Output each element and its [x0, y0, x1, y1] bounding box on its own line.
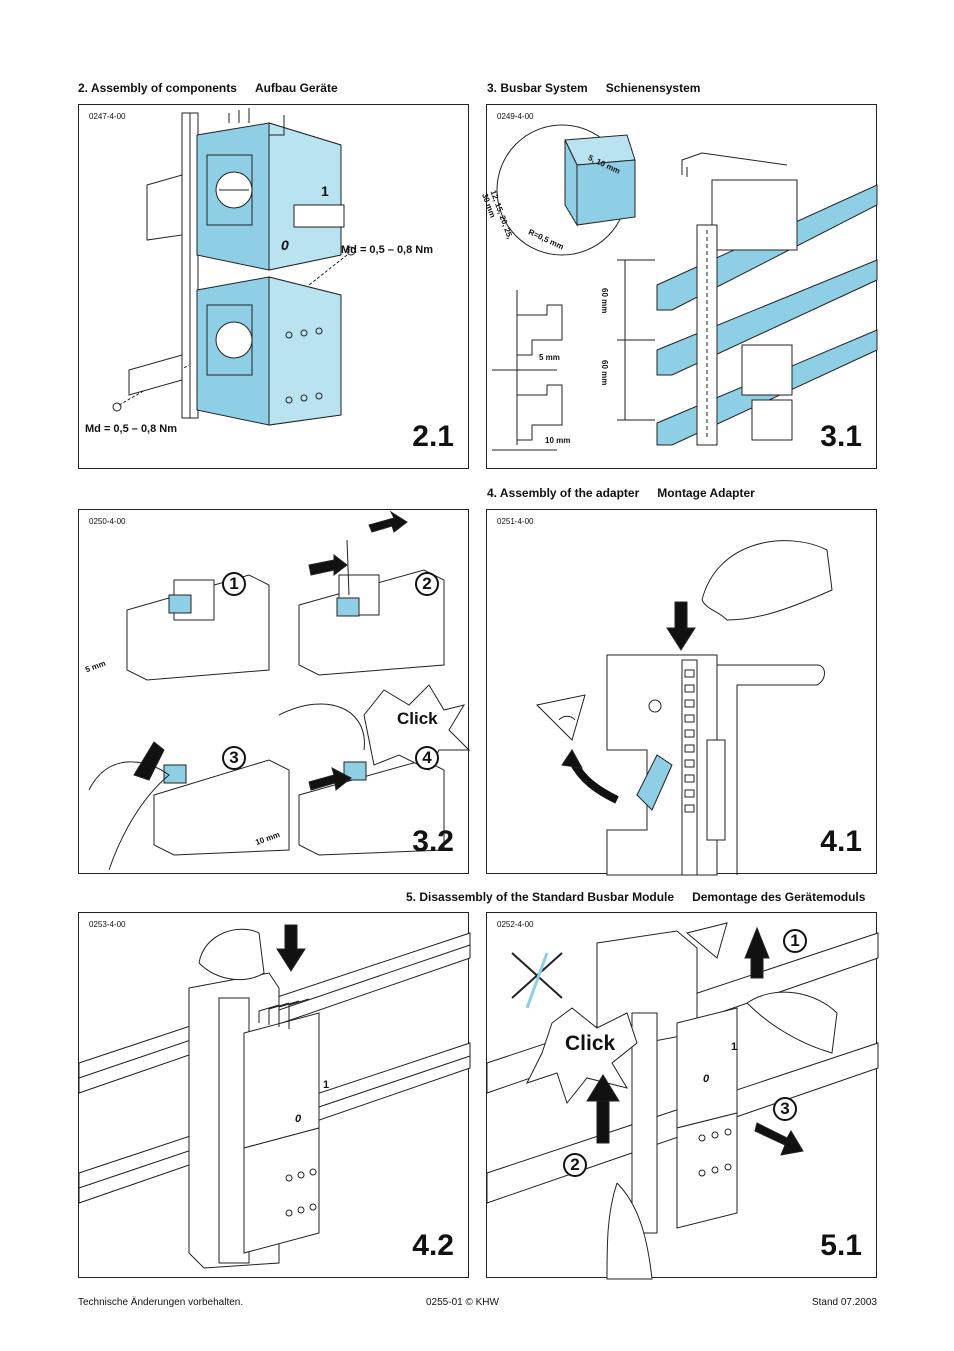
heading-section-3-de: Schienensystem [605, 81, 701, 95]
figure-number: 4.1 [820, 825, 862, 858]
switch-on-label: 1 [323, 1079, 330, 1091]
module-disassembly-illustration [486, 922, 879, 1280]
figure-code: 0247-4-00 [89, 112, 126, 121]
heading-section-5-en: 5. Disassembly of the Standard Busbar Mo… [406, 890, 675, 904]
switch-on-label: 1 [321, 183, 329, 199]
figure-code: 0250-4-00 [89, 517, 126, 526]
figure-number: 2.1 [412, 420, 454, 453]
heading-section-5-de: Demontage des Gerätemoduls [692, 890, 866, 904]
figure-number: 4.2 [412, 1229, 454, 1262]
heading-section-4-de: Montage Adapter [657, 486, 755, 500]
torque-label-top: Md = 0,5 – 0,8 Nm [341, 244, 434, 256]
torque-label-bottom: Md = 0,5 – 0,8 Nm [85, 423, 178, 435]
switch-on-label: 1 [731, 1041, 738, 1053]
step-marker-4: 4 [415, 746, 439, 770]
adapter-mounting-illustration [535, 540, 833, 876]
figure-panel-2-1: 0247-4-00 [78, 104, 469, 469]
figure-number: 3.1 [820, 420, 862, 453]
step-marker-3: 3 [773, 1097, 797, 1121]
switch-off-label: 0 [295, 1113, 302, 1125]
figure-number: 3.2 [412, 825, 454, 858]
heading-section-5: 5. Disassembly of the Standard Busbar Mo… [406, 890, 865, 904]
heading-section-4-en: 4. Assembly of the adapter [487, 486, 640, 500]
step-marker-1: 1 [222, 572, 246, 596]
assembly-components-illustration [112, 108, 356, 426]
heading-section-2-en: 2. Assembly of components [78, 81, 237, 95]
heading-section-2: 2. Assembly of components Aufbau Geräte [78, 81, 338, 95]
figure-code: 0253-4-00 [89, 920, 126, 929]
footer-disclaimer: Technische Änderungen vorbehalten. [78, 1297, 244, 1308]
footer-document-code: 0255-01 © KHW [426, 1297, 499, 1308]
heading-section-3: 3. Busbar System Schienensystem [487, 81, 700, 95]
figure-panel-5-1: 0252-4-00 [486, 912, 879, 1280]
switch-off-label: 0 [281, 237, 289, 253]
step-marker-2: 2 [415, 572, 439, 596]
figure-code: 0249-4-00 [497, 112, 534, 121]
figure-panel-3-2: 0250-4-00 1 [78, 509, 471, 874]
pitch-label-lower: 60 mm [600, 360, 609, 386]
figure-panel-4-2: 0253-4-00 1 0 4.2 [78, 912, 471, 1278]
heading-section-2-de: Aufbau Geräte [254, 81, 338, 95]
step-marker-2: 2 [563, 1153, 587, 1177]
step-marker-3: 3 [222, 746, 246, 770]
dim-5mm-label: 5 mm [539, 353, 560, 362]
figure-number: 5.1 [820, 1229, 862, 1262]
adapter-steps-illustration [88, 510, 471, 871]
step-marker-1: 1 [783, 929, 807, 953]
heading-section-4: 4. Assembly of the adapter Montage Adapte… [487, 486, 755, 500]
click-callout: Click [397, 709, 438, 728]
figure-panel-4-1: 0251-4-00 [486, 509, 877, 876]
click-callout: Click [565, 1032, 616, 1055]
dim-10mm-label: 10 mm [545, 436, 571, 445]
switch-off-label: 0 [703, 1073, 710, 1085]
figure-code: 0252-4-00 [497, 920, 534, 929]
busbar-system-illustration [492, 124, 878, 451]
pitch-label-upper: 60 mm [600, 288, 609, 314]
figure-code: 0251-4-00 [497, 517, 534, 526]
module-push-illustration [78, 924, 471, 1269]
heading-section-3-en: 3. Busbar System [487, 81, 588, 95]
figure-panel-3-1: 0249-4-00 [480, 104, 878, 469]
footer-revision-date: Stand 07.2003 [811, 1297, 877, 1308]
